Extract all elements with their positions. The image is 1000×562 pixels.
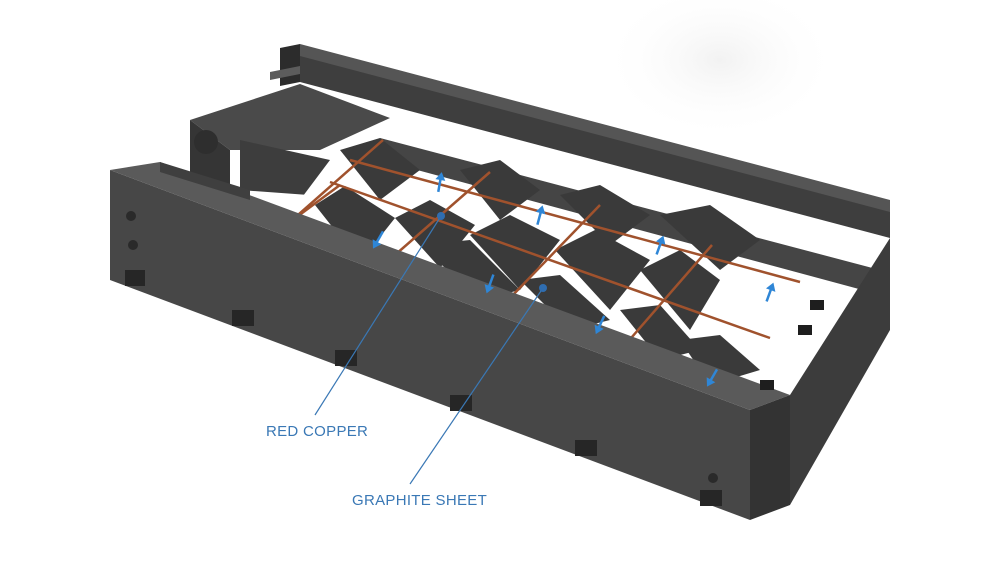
red-copper-label: RED COPPER xyxy=(266,423,369,440)
callout-graphite-sheet xyxy=(409,284,547,485)
callout-red-copper xyxy=(314,212,445,416)
callout-dot-icon xyxy=(539,284,547,292)
back-rail xyxy=(270,44,890,238)
graphite-sheet-label: GRAPHITE SHEET xyxy=(352,492,488,509)
left-end-frame xyxy=(190,84,390,210)
callout-dot-icon xyxy=(437,212,445,220)
right-end-frame xyxy=(760,238,890,505)
background-glow xyxy=(600,0,840,140)
copper-dividers xyxy=(289,139,801,346)
front-rail xyxy=(110,162,790,520)
